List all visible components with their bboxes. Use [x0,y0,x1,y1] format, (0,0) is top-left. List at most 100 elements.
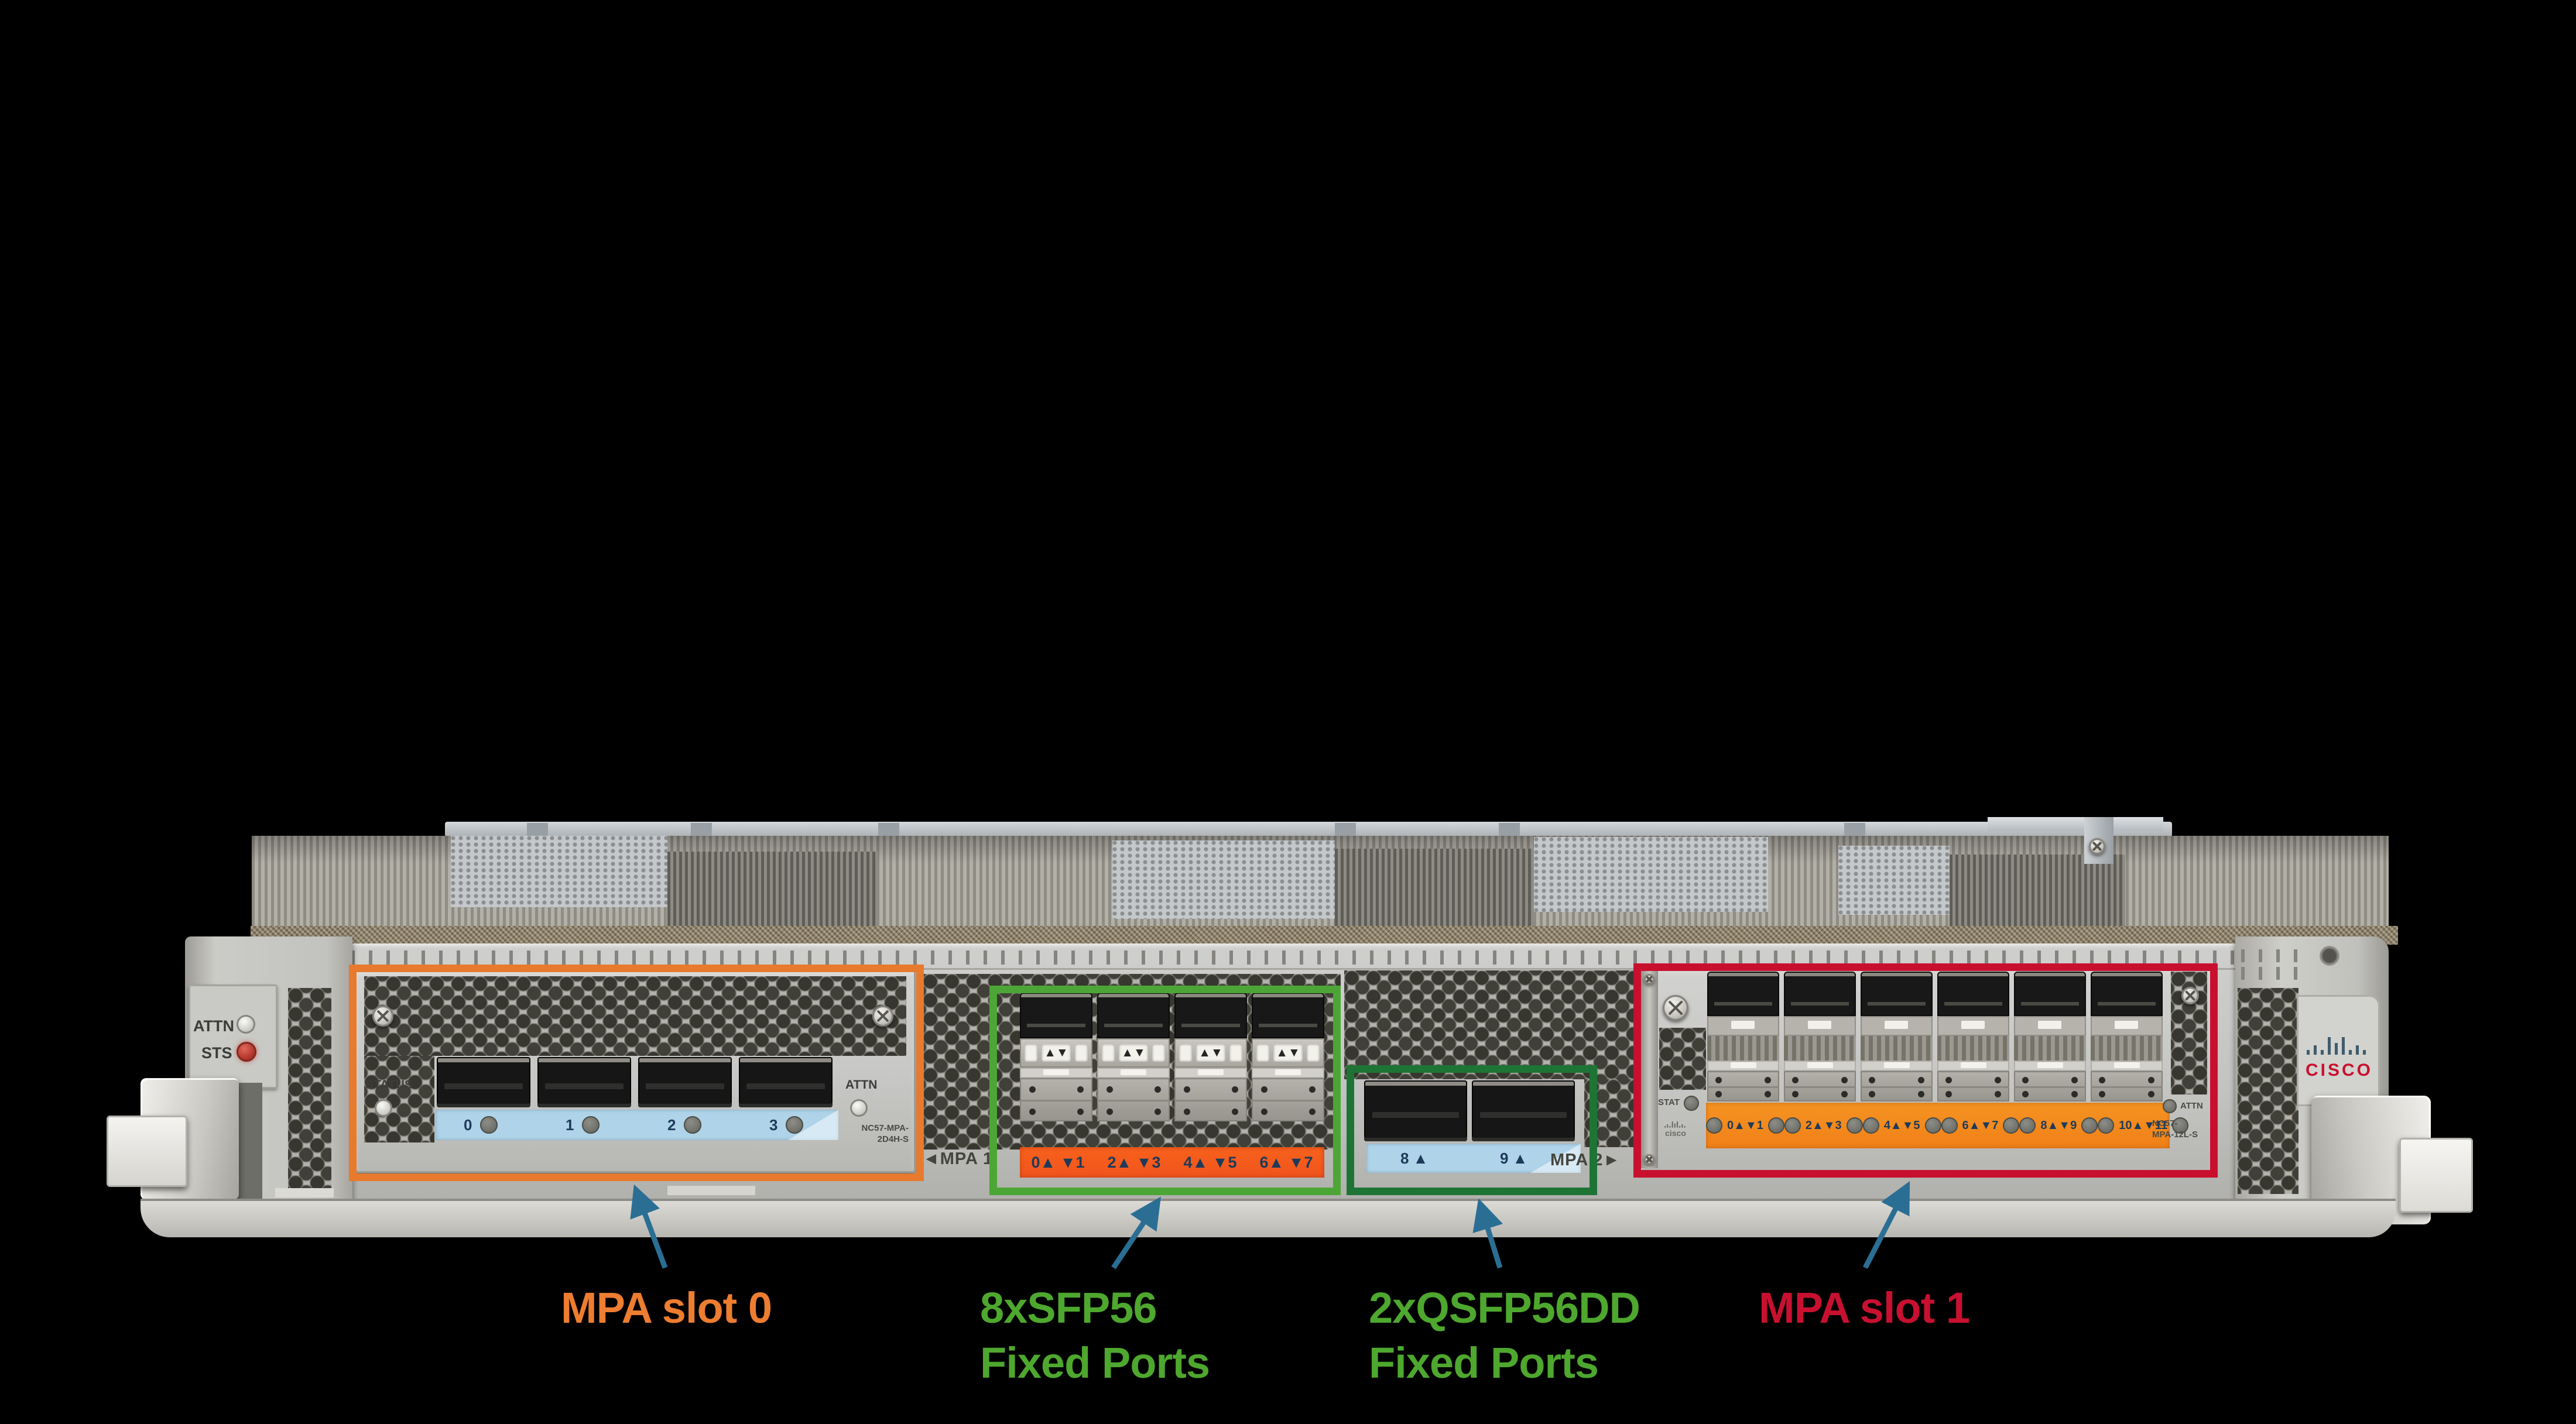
mpa1-port-led [2098,1117,2115,1134]
sfp-tab-strip [2091,1061,2163,1071]
mpa1-attn-led [2163,1099,2177,1113]
sfp-port-numbers: 2▲ ▼3 [1107,1153,1161,1171]
mpa1-port-group: 0▲▼1 [1706,1117,1784,1134]
mpa-slot0-highlight-box [349,965,924,1181]
cisco-wordmark: CISCO [2306,1061,2373,1080]
sfp-port-opening [1707,972,1779,1016]
bracket-screw [2089,838,2105,855]
mpa1-port-led [1706,1117,1722,1134]
mpa0-screw-right [872,1006,893,1027]
mpa1-port-led [2003,1117,2020,1134]
mpa1-port-numbers: 2▲▼3 [1805,1118,1842,1132]
sfp-port-opening [2091,972,2163,1016]
mpa0-grille-left [364,1056,434,1142]
mpa0-attn-label: ATTN [845,1078,878,1092]
sfp-lower-cage [1097,1078,1170,1121]
heatsink-mesh-block [1838,846,1950,915]
sfp-bail-latch: ▲▼ [1020,1038,1092,1068]
mpa1-stat-led [1684,1096,1699,1111]
emi-gasket-strip [251,926,2398,945]
mpa0-port-number: 2 [667,1116,676,1134]
sfp-tab-strip [1174,1068,1247,1078]
qsfp-port-label-strip: 8 ▲ 9 ▲ [1366,1144,1581,1173]
sfp-port-opening [1097,993,1170,1038]
left-handle-tab [107,1116,187,1187]
cisco-bridge-icon-small [1664,1121,1686,1128]
bail-cutout [1074,1044,1088,1062]
mpa1-port-led [1846,1117,1863,1134]
mpa0-port-number: 1 [566,1116,574,1134]
top-right-bracket [1988,817,2163,831]
mpa1-port-group: 8▲▼9 [2019,1117,2098,1134]
arrow-qsfp [1472,1198,1503,1269]
sticker [275,1188,334,1197]
mpa1-model-text: NC57- MPA-12L-S [2152,1118,2213,1140]
sfp-cage-texture [1784,1036,1856,1061]
sfp-lower-cage [2091,1071,2163,1102]
sfp-cage-texture [1861,1036,1933,1061]
mpa1-screw-right [2181,987,2199,1004]
callout-mpa-slot-1: MPA slot 1 [1759,1284,1970,1332]
sfp-lower-cage [1784,1071,1856,1102]
mpa1-port-numbers: 0▲▼1 [1727,1118,1763,1132]
sfp-lower-cage [1020,1078,1092,1121]
heatsink-mesh-block [1112,840,1335,919]
sfp-port-opening [1252,993,1324,1038]
sfp-tab-strip [1784,1061,1856,1071]
right-cap-screw-hole [2320,946,2339,966]
bail-arrows: ▲▼ [1042,1044,1071,1062]
sfp-port-numbers: 0▲ ▼1 [1031,1153,1085,1171]
heatsink-top-rail [445,822,2172,837]
mpa-slot1-highlight-box [1633,963,2218,1178]
callout-mpa-slot-0: MPA slot 0 [561,1284,772,1332]
bail-cutout [1306,1044,1320,1062]
mpa0-port-led [786,1116,803,1134]
bail-cutout [1102,1044,1115,1062]
latch-tab [1731,1021,1755,1029]
mpa1-grille-left [1659,1028,1706,1090]
attn-label: ATTN [193,1017,234,1035]
mpa1-model-line1: NC57- [2152,1118,2178,1128]
mpa1-port-number-strip: 0▲▼1 2▲▼3 4▲▼5 6▲▼7 8▲▼9 10▲▼11 [1706,1103,2189,1148]
bail-arrows: ▲▼ [1196,1044,1225,1062]
right-handle-tab [2399,1138,2473,1213]
latch-tab [2038,1021,2061,1029]
mpa1-port-led [2081,1117,2098,1134]
bail-arrows: ▲▼ [1119,1044,1148,1062]
mpa0-qsfp-port-3 [739,1057,833,1107]
mpa1-attn-label: ATTN [2180,1101,2203,1111]
mpa1-brand-text: cisco [1665,1128,1686,1138]
qsfp-hex-plate [1344,970,1635,1079]
sfp-port-opening [1020,993,1092,1038]
sticker [667,1186,755,1195]
sfp-port-opening [2014,972,2086,1016]
mpa1-sfp-cage [1707,972,1779,1102]
sfp-lower-cage [1861,1071,1933,1102]
qsfp-fixed-ports-highlight-box [1347,1065,1597,1195]
mpa1-sfp-cage [1861,972,1933,1102]
mpa1-port-led [1767,1117,1784,1134]
cisco-bridge-icon [2307,1037,2366,1055]
callout-qsfp-line1: 2xQSFP56DD [1369,1284,1640,1332]
mpa0-port-led [582,1116,600,1134]
sfp-port-numbers: 4▲ ▼5 [1183,1153,1237,1171]
latch-tab [1885,1021,1908,1029]
sfp-tab-strip [1020,1068,1092,1078]
sfp-tab-strip [1252,1068,1324,1078]
mpa0-model-text: NC57-MPA-2D4H-S [861,1123,909,1144]
faceplate-vent-row [351,951,2242,965]
latch-tab [2115,1021,2138,1029]
mpa1-port-group: 2▲▼3 [1784,1117,1863,1134]
sfp-lower-cage [1937,1071,2009,1102]
mpa0-port-number: 0 [464,1116,472,1134]
mpa1-port-group: 4▲▼5 [1862,1117,1941,1134]
mpa1-port-numbers: 8▲▼9 [2040,1118,2077,1132]
card-base-bar [141,1199,2396,1237]
sfp-bail-latch: ▲▼ [1252,1038,1324,1068]
heatsink-fin-block [667,852,878,927]
bail-cutout [1229,1044,1242,1062]
mpa1-rail-screw [1644,974,1654,984]
mpa0-grille [364,976,906,1056]
